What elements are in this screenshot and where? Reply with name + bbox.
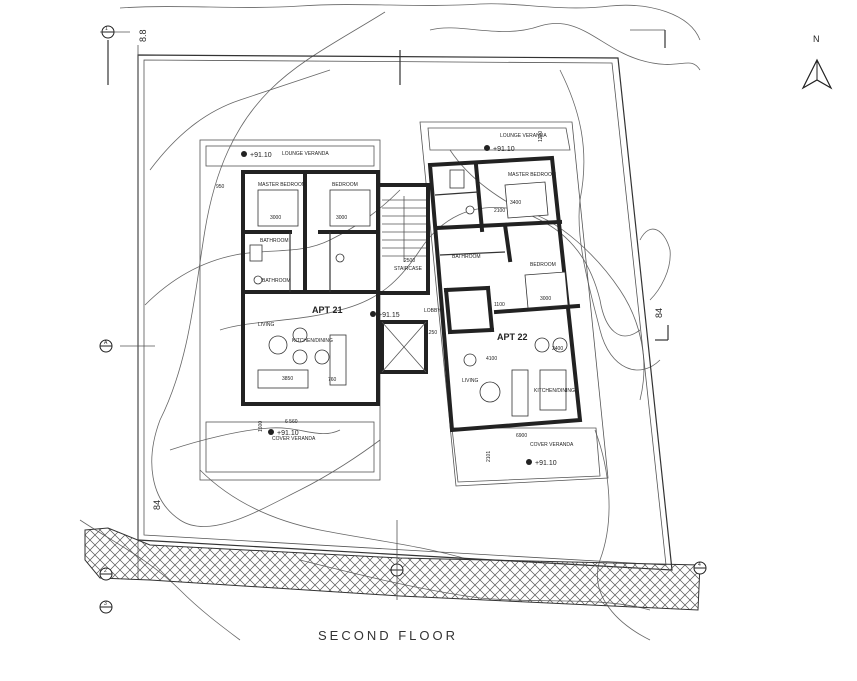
svg-text:6900: 6900 bbox=[516, 433, 527, 439]
svg-text:1220: 1220 bbox=[538, 131, 544, 142]
svg-text:1100: 1100 bbox=[494, 302, 505, 308]
svg-text:6 560: 6 560 bbox=[285, 419, 298, 425]
apt21-room-master-bedroom: MASTER BEDROOM bbox=[258, 182, 306, 188]
apt-21-label: APT 21 bbox=[312, 305, 343, 315]
level-marker-apt22-top: +91.10 bbox=[484, 145, 515, 153]
furniture bbox=[249, 169, 569, 417]
boundary-dimension-left: 84 bbox=[152, 500, 162, 510]
svg-text:1250: 1250 bbox=[426, 330, 437, 336]
apt21-room-living: LIVING bbox=[258, 322, 275, 328]
apt22-room-bedroom: BEDROOM bbox=[530, 262, 556, 268]
svg-text:2: 2 bbox=[104, 568, 107, 574]
apt-22-label: APT 22 bbox=[497, 332, 528, 342]
apt22-room-living: LIVING bbox=[462, 378, 479, 384]
core-staircase-label: STAIRCASE bbox=[394, 266, 423, 272]
apt22-room-lounge-veranda: LOUNGE VERANDA bbox=[500, 133, 547, 139]
apt21-room-bedroom: BEDROOM bbox=[332, 182, 358, 188]
svg-text:3400: 3400 bbox=[510, 200, 521, 206]
svg-text:A: A bbox=[104, 340, 108, 346]
apt22-room-master-bedroom: MASTER BEDROOM bbox=[508, 172, 556, 178]
apt21-room-bathroom-2: BATHROOM bbox=[262, 278, 291, 284]
svg-text:+91.15: +91.15 bbox=[378, 312, 400, 319]
apt22-room-bathroom: BATHROOM bbox=[452, 254, 481, 260]
svg-text:1: 1 bbox=[105, 26, 108, 32]
grid-marker-top-left: 1 bbox=[101, 25, 115, 39]
core-lobby-label: LOBBY bbox=[424, 308, 441, 314]
dimension-labels: 950 3000 3000 3850 760 6 560 1600 3400 2… bbox=[216, 131, 563, 462]
svg-text:4100: 4100 bbox=[486, 356, 497, 362]
grid-marker-bottom-left-2: 3 bbox=[99, 600, 113, 614]
svg-text:+91.10: +91.10 bbox=[493, 146, 515, 153]
apt22-room-cover-veranda: COVER VERANDA bbox=[530, 442, 574, 448]
building-footprint bbox=[199, 121, 609, 487]
svg-text:3000: 3000 bbox=[540, 296, 551, 302]
level-marker-core: +91.15 bbox=[370, 311, 400, 319]
grid-marker-bottom-center bbox=[390, 520, 404, 600]
svg-text:2100: 2100 bbox=[494, 208, 505, 214]
svg-text:1600: 1600 bbox=[258, 421, 264, 432]
svg-text:2101: 2101 bbox=[486, 451, 492, 462]
level-marker-apt21-bottom: +91.10 bbox=[268, 429, 299, 437]
apt21-room-cover-veranda: COVER VERANDA bbox=[272, 436, 316, 442]
staircase-treads bbox=[382, 196, 426, 262]
level-marker-apt22-bottom: +91.10 bbox=[526, 459, 557, 467]
svg-text:760: 760 bbox=[328, 377, 337, 383]
grid-marker-left-mid: A bbox=[99, 339, 113, 353]
svg-text:950: 950 bbox=[216, 184, 225, 190]
svg-text:3850: 3850 bbox=[282, 376, 293, 382]
svg-text:4: 4 bbox=[698, 562, 701, 568]
svg-text:+91.10: +91.10 bbox=[535, 460, 557, 467]
svg-text:+91.10: +91.10 bbox=[277, 430, 299, 437]
level-marker-apt21-top: +91.10 bbox=[241, 151, 272, 159]
apt21-room-bathroom-1: BATHROOM bbox=[260, 238, 289, 244]
road-dimension-top: 8.8 bbox=[138, 29, 148, 42]
apt21-room-kitchen-dining: KITCHEN/DINING bbox=[292, 338, 333, 344]
svg-text:2400: 2400 bbox=[552, 346, 563, 352]
north-arrow: N bbox=[801, 34, 833, 90]
svg-text:3: 3 bbox=[104, 601, 107, 607]
north-label: N bbox=[813, 34, 820, 44]
svg-text:3000: 3000 bbox=[336, 215, 347, 221]
apt22-room-kitchen-dining: KITCHEN/DINING bbox=[534, 388, 575, 394]
grid-markers: 1 A 2 3 4 bbox=[99, 25, 707, 614]
svg-text:3000: 3000 bbox=[270, 215, 281, 221]
drawing-title: SECOND FLOOR bbox=[318, 628, 458, 643]
svg-text:2500: 2500 bbox=[404, 258, 415, 264]
grid-marker-bottom-right: 4 bbox=[693, 561, 707, 575]
apt21-room-lounge-veranda: LOUNGE VERANDA bbox=[282, 151, 329, 157]
site-boundary bbox=[100, 29, 673, 580]
svg-text:+91.10: +91.10 bbox=[250, 152, 272, 159]
boundary-dimension-right: 84 bbox=[654, 308, 664, 318]
grid-marker-bottom-left: 2 bbox=[99, 567, 113, 581]
